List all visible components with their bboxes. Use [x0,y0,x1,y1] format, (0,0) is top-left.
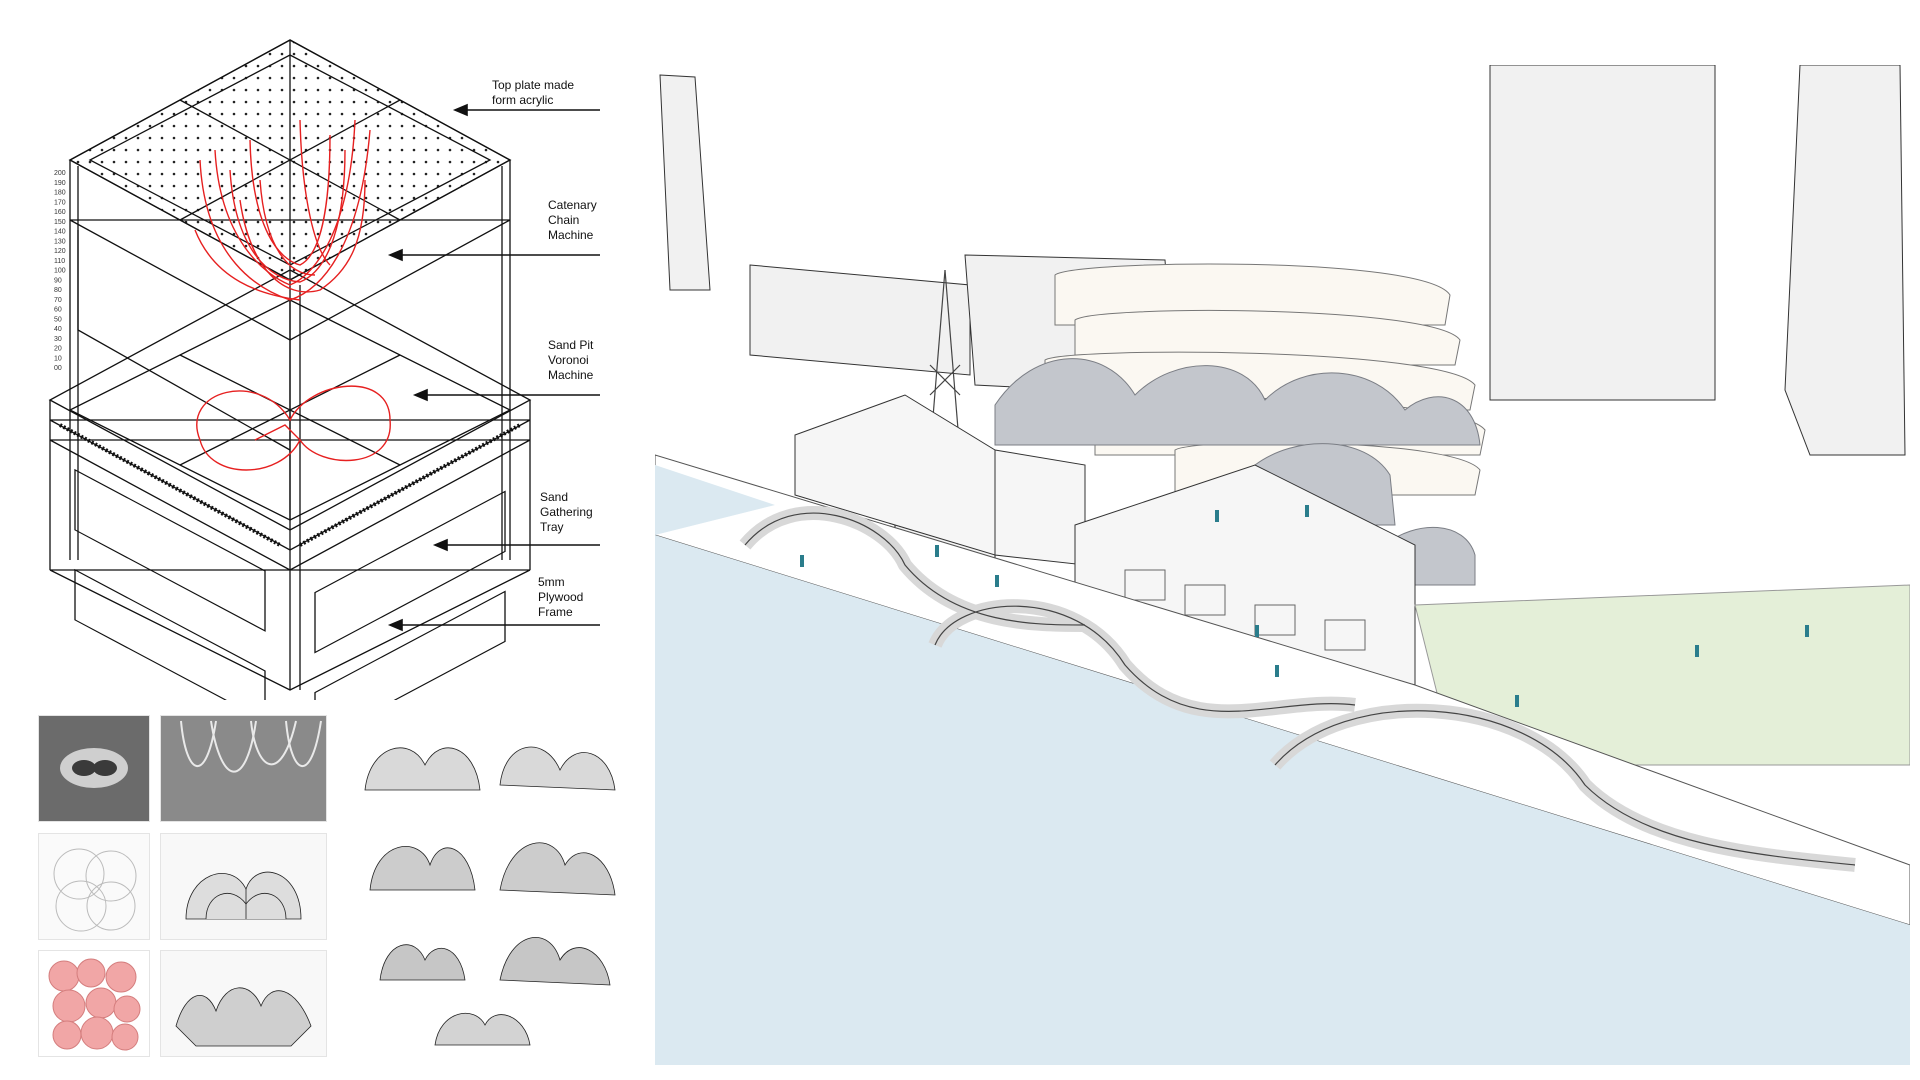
warehouses [794,394,1416,686]
ruler-tick-190: 190 [54,180,66,187]
dome-mesh-thumbnail [160,833,327,940]
ruler-tick-30: 30 [54,336,62,343]
ruler-tick-200: 200 [54,170,66,177]
label-sand-pit: Sand Pit Voronoi Machine [548,338,594,382]
bubble-packing-thumbnail [38,950,150,1057]
ruler-tick-10: 10 [54,355,62,362]
promenade [655,454,1910,926]
shell-iterations [360,715,630,1055]
tower-center [1489,65,1716,401]
waterfront-perspective [655,65,1910,1065]
ruler-tick-40: 40 [54,326,62,333]
height-ruler: 200 190 180 170 160 150 140 130 120 110 100 90 80 70 6… [54,170,66,372]
ruler-tick-160: 160 [54,209,66,216]
ruler-tick-00: 00 [54,365,62,372]
chain-photo-thumbnail [160,715,327,822]
site-drawing [655,65,1910,1065]
voronoi-outline [196,385,391,471]
label-plywood: 5mm Plywood Frame [538,575,584,619]
ruler-tick-20: 20 [54,346,62,353]
ruler-tick-70: 70 [54,297,62,304]
ruler-tick-100: 100 [54,268,66,275]
ruler-tick-60: 60 [54,307,62,314]
people [800,505,1809,707]
machine-exploded-diagram: 200 190 180 170 160 150 140 130 120 110 100 90 80 70 6… [0,0,640,700]
ruler-tick-170: 170 [54,199,66,206]
voronoi-plan-thumbnail [38,833,150,940]
machine-drawing: 200 190 180 170 160 150 140 130 120 110 100 90 80 70 6… [48,39,600,700]
label-catenary: Catenary Chain Machine [548,198,597,242]
wave-mesh-thumbnail [160,950,327,1057]
ruler-tick-150: 150 [54,219,66,226]
tower-right [1784,65,1906,456]
ruler-tick-130: 130 [54,238,66,245]
mid-block [749,264,971,376]
catenary-chains [194,119,371,301]
ruler-tick-50: 50 [54,316,62,323]
ruler-tick-80: 80 [54,287,62,294]
ruler-tick-110: 110 [54,258,65,265]
label-sand-tray: Sand Gathering Tray [540,490,593,534]
form-study-grid [30,715,630,1065]
water [655,535,1910,1065]
ruler-tick-180: 180 [54,190,66,197]
tower-left [659,74,711,291]
sand-photo-thumbnail [38,715,150,822]
ruler-tick-140: 140 [54,229,66,236]
ruler-tick-90: 90 [54,277,62,284]
label-top-plate: Top plate made form acrylic [492,78,575,107]
ruler-tick-120: 120 [54,248,66,255]
